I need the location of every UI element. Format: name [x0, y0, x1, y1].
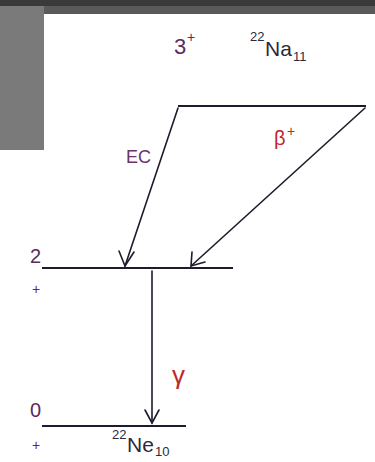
decay-label: β — [274, 128, 286, 148]
arrow-head — [145, 410, 159, 423]
photo-strip — [0, 0, 375, 6]
energy-level — [178, 105, 366, 107]
level-spin: 0 — [30, 400, 41, 420]
parity-sign: + — [32, 282, 40, 296]
ec-arrow — [125, 108, 178, 266]
energy-level — [42, 425, 186, 427]
decay-label: EC — [126, 148, 151, 166]
atomic-number: 11 — [293, 50, 307, 63]
parity-sign: + — [187, 30, 195, 44]
element-symbol: Ne — [127, 434, 154, 455]
mass-number: 22 — [112, 428, 126, 441]
gamma-label: γ — [172, 362, 185, 388]
charge-sign: + — [287, 124, 295, 138]
level-spin: 2 — [30, 246, 41, 266]
element-symbol: Na — [265, 38, 292, 59]
parity-sign: + — [32, 438, 40, 452]
gamma-arrow — [151, 271, 153, 423]
arrow-head — [119, 251, 134, 266]
photo-strip — [0, 0, 44, 150]
mass-number: 22 — [250, 30, 264, 43]
arrow-head — [191, 252, 205, 266]
beta-arrow — [191, 108, 365, 266]
atomic-number: 10 — [155, 445, 169, 458]
energy-level — [42, 267, 233, 269]
level-spin: 3 — [174, 36, 186, 58]
photo-strip — [0, 0, 375, 14]
